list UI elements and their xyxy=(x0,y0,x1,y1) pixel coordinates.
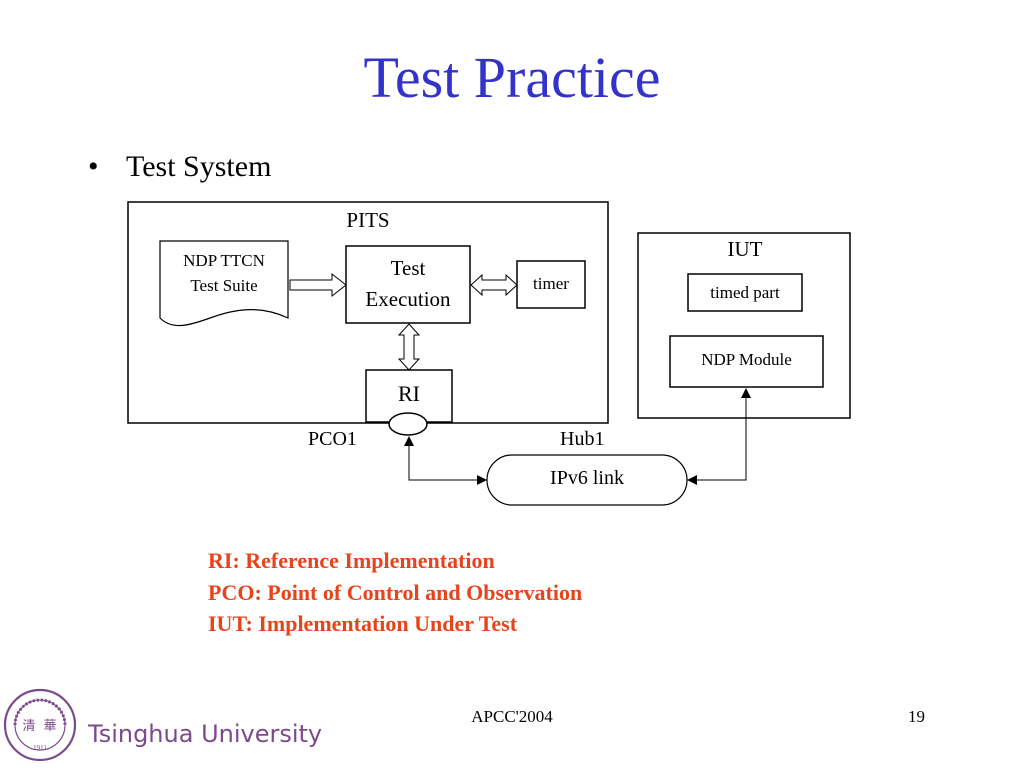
seal-char-2: 華 xyxy=(43,718,56,733)
test-suite-label-line2: Test Suite xyxy=(190,276,258,295)
bullet-item: • Test System xyxy=(88,150,271,184)
iut-label: IUT xyxy=(727,237,763,261)
timed-part-box xyxy=(687,273,803,312)
ndp-module-label: NDP Module xyxy=(701,350,792,369)
test-execution-label-line2: Execution xyxy=(365,287,451,311)
test-suite-document xyxy=(159,240,289,327)
suite-to-exec-arrow xyxy=(289,272,347,298)
legend-item-ri: RI: Reference Implementation xyxy=(208,548,495,573)
bullet-icon: • xyxy=(88,150,99,183)
pco-label: PCO1 xyxy=(308,428,357,450)
pco-ellipse xyxy=(388,412,428,436)
seal-char-1: 清 xyxy=(22,718,35,733)
hub-label: Hub1 xyxy=(560,428,605,450)
university-seal-logo: 清 華 1911 xyxy=(3,688,77,762)
test-execution-label-line1: Test xyxy=(390,256,426,280)
footer-conference: APCC'2004 xyxy=(471,707,553,726)
ndp-module-box xyxy=(669,335,824,388)
timer-box xyxy=(516,260,586,309)
legend-item-pco: PCO: Point of Control and Observation xyxy=(208,579,583,605)
test-execution-box xyxy=(345,245,471,324)
pits-label: PITS xyxy=(346,208,390,232)
timer-label: timer xyxy=(533,274,569,293)
page-number: 19 xyxy=(908,707,925,726)
bullet-text: Test System xyxy=(126,150,272,183)
legend-item-iut: IUT: Implementation Under Test xyxy=(208,611,518,636)
seal-year: 1911 xyxy=(33,744,47,752)
legend: RI: Reference Implementation PCO: Point … xyxy=(208,545,582,640)
university-name: Tsinghua University xyxy=(88,720,323,748)
slide-title: Test Practice xyxy=(363,45,661,110)
ipv6-link-label: IPv6 link xyxy=(550,467,624,489)
test-suite-label-line1: NDP TTCN xyxy=(183,251,265,270)
ri-label: RI xyxy=(398,381,420,406)
timed-part-label: timed part xyxy=(710,283,780,302)
pco-link-connector xyxy=(404,436,487,481)
